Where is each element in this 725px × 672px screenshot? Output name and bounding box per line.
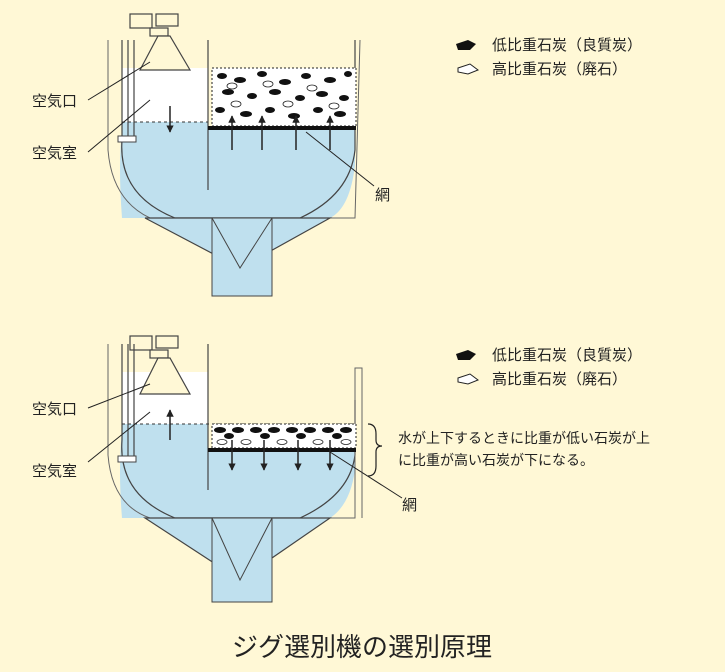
outer-frame [107,344,363,519]
diagram-caption: ジグ選別機の選別原理 [232,633,492,663]
air-chamber-label: 空気室 [32,144,77,162]
air-chamber-pipe [117,135,137,143]
discharge-pipe [211,517,273,603]
note-line-1: 水が上下するときに比重が低い石炭が上 [398,431,650,447]
air-inlet-valve [127,335,192,460]
water-fill [120,424,355,518]
coal-bed [211,67,357,127]
note-line-2: に比重が高い石炭が下になる。 [398,452,594,469]
light-stone-icon [457,63,480,75]
stone-pieces [226,80,340,110]
mesh-label: 網 [375,186,390,204]
air-chamber-pipe [117,455,137,463]
air-chamber-label: 空気室 [32,462,77,480]
coal-pieces [214,427,352,439]
air-chamber-fill [122,68,208,122]
discharge-pipe [211,217,273,297]
legend-item-label: 高比重石炭（廃石） [492,60,627,78]
air-inlet-label: 空気口 [32,92,77,110]
air-inlet-label: 空気口 [32,400,77,418]
dark-coal-icon [456,40,476,50]
legend: 低比重石炭（良質炭） 高比重石炭（廃石） [456,346,642,388]
legend: 低比重石炭（良質炭） 高比重石炭（廃石） [456,36,642,78]
air-inlet-valve [127,13,192,140]
water-fill [120,122,355,218]
figure-2: 空気口 空気室 網 水が上下するときに比重が低い石炭が上 に比重が高い石炭が下に… [32,335,650,603]
dark-coal-icon [456,350,476,360]
figure-1: 空気口 空気室 網 低比重石炭（良質炭） 高比重石炭（廃石） [32,13,642,297]
legend-item-label: 高比重石炭（廃石） [492,370,627,388]
legend-item-label: 低比重石炭（良質炭） [492,36,642,54]
mesh [208,448,356,452]
stone-pieces [216,439,352,445]
brace [367,423,383,477]
flow-arrows-up [228,115,334,150]
mesh [208,126,356,130]
light-stone-icon [457,373,480,385]
flow-arrows-down [228,440,334,471]
mesh-label: 網 [402,496,417,514]
legend-item-label: 低比重石炭（良質炭） [492,346,642,364]
